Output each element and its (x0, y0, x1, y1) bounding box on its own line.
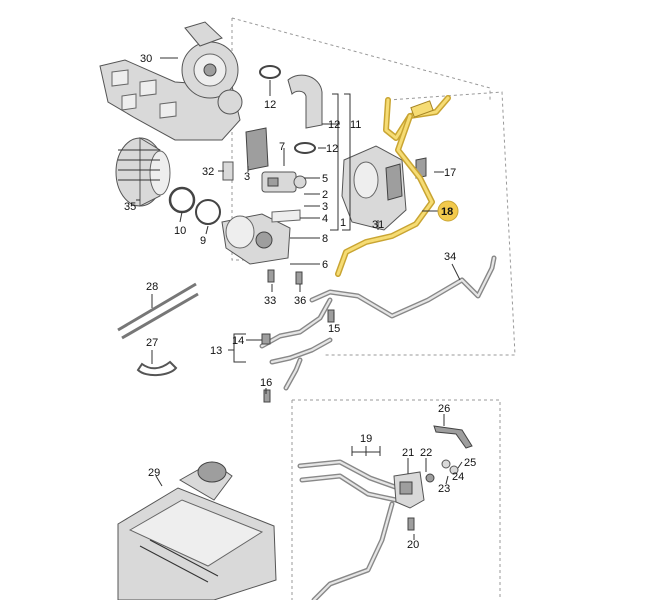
callout-12-lower: 12 (326, 143, 338, 155)
callout-12-middle: 12 (328, 119, 340, 131)
lower-hose-assembly-part (297, 459, 401, 600)
callout-1: 1 (340, 217, 346, 229)
callout-31: 31 (372, 219, 384, 231)
small-sensor-part (222, 161, 234, 181)
callout-9: 9 (200, 235, 206, 247)
clamp-part-2 (294, 142, 316, 154)
callout-15: 15 (328, 323, 340, 335)
callout-26: 26 (438, 403, 450, 415)
callout-28: 28 (146, 281, 158, 293)
callout-7: 7 (279, 141, 285, 153)
pressure-pipe-part (287, 74, 323, 129)
callout-10: 10 (174, 225, 186, 237)
callout-25: 25 (464, 457, 476, 469)
callout-16: 16 (260, 377, 272, 389)
callout-4: 4 (322, 213, 328, 225)
leader-lines (136, 57, 463, 540)
rod-part (117, 282, 199, 340)
callout-14: 14 (232, 335, 244, 347)
callout-29: 29 (148, 467, 160, 479)
hose-clamp-part (168, 186, 196, 214)
clamp-part (259, 65, 281, 79)
washer-part-2 (449, 465, 459, 475)
callout-6: 6 (322, 259, 328, 271)
callout-36: 36 (294, 295, 306, 307)
callout-35: 35 (124, 201, 136, 213)
callout-5: 5 (322, 173, 328, 185)
washer-part (441, 459, 451, 469)
bracket-part (433, 425, 473, 449)
vacuum-hose-assembly-part (259, 297, 333, 391)
callout-12-top: 12 (264, 99, 276, 111)
vacuum-unit-part (245, 127, 269, 171)
callout-18: 18 (441, 206, 453, 218)
callout-8: 8 (322, 233, 328, 245)
callout-13: 13 (210, 345, 222, 357)
callout-20: 20 (407, 539, 419, 551)
callout-21: 21 (402, 447, 414, 459)
intake-manifold-part (341, 145, 407, 231)
valve-part (261, 171, 307, 193)
callout-18-highlight: 18 (437, 200, 459, 222)
callout-33: 33 (264, 295, 276, 307)
callout-3-right: 3 (322, 201, 328, 213)
callout-17: 17 (444, 167, 456, 179)
callout-27: 27 (146, 337, 158, 349)
egr-valve-part (221, 213, 291, 265)
solenoid-valve-part (393, 471, 425, 509)
callout-30: 30 (140, 53, 152, 65)
callout-34: 34 (444, 251, 456, 263)
nut-part (425, 473, 435, 483)
strap-part (136, 360, 178, 376)
charge-air-duct-part (115, 137, 171, 207)
callout-23: 23 (438, 483, 450, 495)
gasket-part (271, 209, 301, 223)
callout-3-left: 3 (244, 171, 250, 183)
fastener-parts (261, 269, 415, 531)
callout-22: 22 (420, 447, 432, 459)
o-ring-part (195, 199, 221, 225)
callout-32: 32 (202, 166, 214, 178)
callout-24: 24 (452, 471, 464, 483)
callout-11: 11 (350, 119, 361, 131)
callout-2: 2 (322, 189, 328, 201)
air-filter-housing-part (117, 461, 277, 600)
callout-19: 19 (360, 433, 372, 445)
vacuum-line-part (309, 255, 497, 319)
turbocharger-part (99, 21, 243, 141)
highlighted-hose-part (335, 95, 451, 277)
